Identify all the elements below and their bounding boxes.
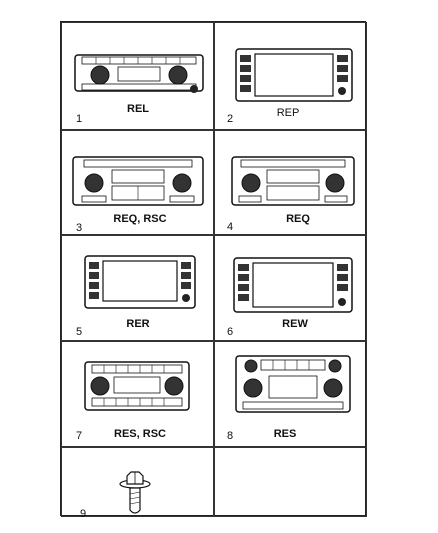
item-number: 9 (80, 508, 87, 520)
option-code: RER (126, 318, 150, 330)
cell-6: 6 REW (214, 235, 367, 341)
radio-unit-rer-illustration (84, 255, 196, 309)
option-code: REP (276, 107, 300, 119)
option-code: RES (273, 428, 297, 440)
item-number: 3 (76, 222, 83, 234)
item-number: 8 (227, 430, 234, 442)
item-number: 7 (76, 430, 83, 442)
radio-unit-res-rsc-illustration (84, 361, 190, 411)
parts-grid: 1 REL 2 REP 3 (60, 21, 367, 520)
cell-2: 2 REP (214, 22, 367, 130)
screw-illustration (119, 471, 151, 514)
cell-9: 9 (61, 447, 214, 520)
radio-unit-rel-illustration (74, 54, 204, 93)
cell-1: 1 REL (61, 22, 214, 130)
cell-5: 5 RER (61, 235, 214, 341)
item-number: 2 (227, 113, 234, 125)
cell-8: 8 RES (214, 341, 367, 447)
cell-3: 3 REQ, RSC (61, 130, 214, 235)
radio-unit-res-illustration (235, 355, 351, 413)
option-code: RES, RSC (114, 428, 166, 440)
item-number: 5 (76, 326, 83, 338)
option-code: REQ (286, 213, 310, 225)
cell-7: 7 RES, RSC (61, 341, 214, 447)
option-code: REQ, RSC (113, 213, 167, 225)
option-code: REW (282, 318, 308, 330)
item-number: 1 (76, 113, 83, 125)
cell-10-empty (214, 447, 367, 517)
radio-unit-rep-illustration (235, 48, 353, 102)
item-number: 6 (227, 326, 234, 338)
cell-4: 4 REQ (214, 130, 367, 235)
radio-unit-req-rsc-illustration (72, 156, 204, 206)
option-code: REL (127, 103, 149, 115)
radio-unit-rew-illustration (233, 257, 353, 313)
item-number: 4 (227, 221, 234, 233)
radio-unit-req-illustration (231, 156, 355, 206)
